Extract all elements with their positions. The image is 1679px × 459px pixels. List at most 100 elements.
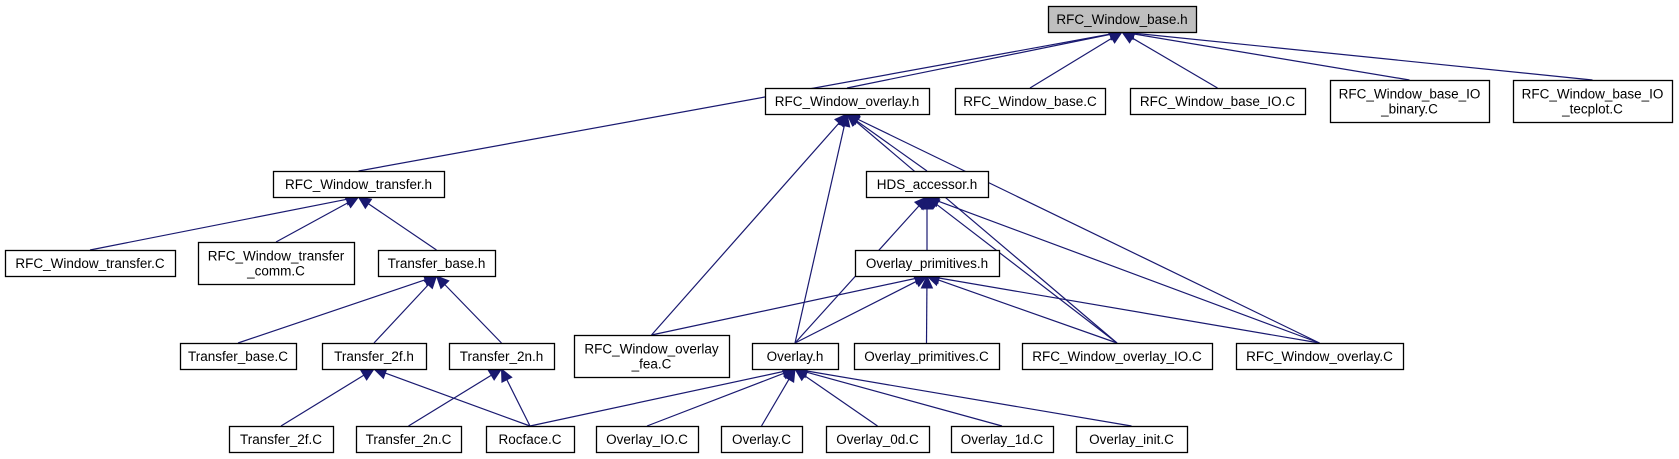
node-box[interactable] (1329, 79, 1491, 124)
node-label: Transfer_2n.h (460, 349, 544, 364)
node-rfc-window-base-io-tecplot-c[interactable]: RFC_Window_base_IO_tecplot.C (1512, 79, 1674, 124)
edge-line (651, 122, 840, 336)
node-rfc-window-base-io-c[interactable]: RFC_Window_base_IO.C (1129, 87, 1307, 116)
node-label: Transfer_base.h (388, 256, 486, 271)
node-rfc-window-transfer-comm-c[interactable]: RFC_Window_transfer_comm.C (197, 241, 356, 286)
node-overlay-0d-c[interactable]: Overlay_0d.C (825, 425, 931, 454)
node-label: _fea.C (631, 357, 672, 372)
node-label: Transfer_2n.C (366, 432, 452, 447)
node-label: RFC_Window_overlay (584, 342, 719, 357)
node-overlay-h[interactable]: Overlay.h (751, 342, 840, 371)
node-rfc-window-base-io-binary-c[interactable]: RFC_Window_base_IO_binary.C (1329, 79, 1491, 124)
arrowhead-icon (838, 112, 851, 128)
node-box[interactable] (1512, 79, 1674, 124)
node-transfer-base-c[interactable]: Transfer_base.C (179, 342, 298, 371)
edge-line (529, 370, 784, 427)
edge-line (794, 280, 917, 344)
edge-rfc-window-overlay-h-to-overlay-h (794, 112, 851, 344)
node-box[interactable] (272, 170, 446, 199)
node-box[interactable] (197, 241, 356, 286)
node-rfc-window-base-c[interactable]: RFC_Window_base.C (954, 87, 1107, 116)
node-label: Transfer_2f.C (240, 432, 322, 447)
node-rfc-window-base-h[interactable]: RFC_Window_base.h (1047, 5, 1198, 34)
node-overlay-io-c[interactable]: Overlay_IO.C (595, 425, 700, 454)
edge-overlay-primitives-h-to-rfc-window-overlay-fea-c (651, 272, 929, 336)
node-box[interactable] (228, 425, 335, 454)
node-box[interactable] (448, 342, 556, 371)
node-overlay-primitives-h[interactable]: Overlay_primitives.h (854, 249, 1001, 278)
node-label: HDS_accessor.h (877, 177, 978, 192)
node-rfc-window-overlay-c[interactable]: RFC_Window_overlay.C (1235, 342, 1405, 371)
node-box[interactable] (4, 249, 177, 278)
node-label: RFC_Window_overlay_IO.C (1032, 349, 1202, 364)
node-label: Overlay_1d.C (961, 432, 1044, 447)
node-rfc-window-overlay-io-c[interactable]: RFC_Window_overlay_IO.C (1021, 342, 1214, 371)
node-box[interactable] (853, 342, 1001, 371)
node-label: RFC_Window_base_IO (1522, 87, 1664, 102)
node-box[interactable] (751, 342, 840, 371)
edge-transfer-2n-h-to-transfer-2n-c (408, 368, 503, 427)
edge-line (938, 200, 1320, 344)
node-overlay-1d-c[interactable]: Overlay_1d.C (950, 425, 1055, 454)
edge-rfc-window-transfer-h-to-rfc-window-transfer-c (89, 193, 360, 251)
edge-hds-accessor-h-to-rfc-window-overlay-c (925, 195, 1320, 344)
node-box[interactable] (720, 425, 804, 454)
node-box[interactable] (950, 425, 1055, 454)
node-rfc-window-transfer-h[interactable]: RFC_Window_transfer.h (272, 170, 446, 199)
edge-overlay-h-to-overlay-1d-c (793, 366, 1003, 427)
node-label: _tecplot.C (1561, 102, 1623, 117)
node-box[interactable] (1075, 425, 1189, 454)
node-box[interactable] (355, 425, 463, 454)
edge-rfc-window-base-h-to-rfc-window-base-io-tecplot-c (1120, 27, 1593, 81)
node-overlay-c[interactable]: Overlay.C (720, 425, 804, 454)
node-box[interactable] (865, 170, 990, 199)
node-box[interactable] (854, 249, 1001, 278)
node-label: Transfer_2f.h (334, 349, 414, 364)
node-box[interactable] (1235, 342, 1405, 371)
node-label: RFC_Window_base_IO (1339, 87, 1481, 102)
node-transfer-base-h[interactable]: Transfer_base.h (377, 249, 497, 278)
node-label: RFC_Window_base.h (1056, 12, 1187, 27)
edge-overlay-primitives-h-to-rfc-window-overlay-io-c (925, 274, 1118, 344)
node-box[interactable] (1021, 342, 1214, 371)
node-box[interactable] (485, 425, 576, 454)
edge-line (368, 203, 437, 251)
edge-line (373, 284, 429, 344)
node-box[interactable] (954, 87, 1107, 116)
edge-line (358, 33, 1111, 172)
edge-rfc-window-overlay-h-to-rfc-window-overlay-io-c (846, 113, 1118, 344)
node-box[interactable] (1047, 5, 1198, 34)
node-label: Overlay_primitives.h (866, 256, 988, 271)
edge-line (408, 374, 492, 427)
node-box[interactable] (764, 87, 931, 116)
node-rfc-window-transfer-c[interactable]: RFC_Window_transfer.C (4, 249, 177, 278)
edge-line (1133, 32, 1593, 81)
node-transfer-2f-c[interactable]: Transfer_2f.C (228, 425, 335, 454)
node-box[interactable] (1129, 87, 1307, 116)
arrowhead-icon (920, 274, 934, 289)
node-box[interactable] (377, 249, 497, 278)
node-transfer-2f-h[interactable]: Transfer_2f.h (321, 342, 428, 371)
node-rfc-window-overlay-fea-c[interactable]: RFC_Window_overlay_fea.C (573, 334, 731, 379)
node-box[interactable] (573, 334, 731, 379)
edge-overlay-primitives-h-to-rfc-window-overlay-c (925, 271, 1320, 344)
edge-line (651, 277, 916, 336)
node-transfer-2n-h[interactable]: Transfer_2n.h (448, 342, 556, 371)
node-hds-accessor-h[interactable]: HDS_accessor.h (865, 170, 990, 199)
node-box[interactable] (179, 342, 298, 371)
node-box[interactable] (321, 342, 428, 371)
node-label: RFC_Window_transfer.h (285, 177, 432, 192)
edge-rfc-window-overlay-h-to-hds-accessor-h (846, 113, 928, 172)
node-overlay-init-c[interactable]: Overlay_init.C (1075, 425, 1189, 454)
node-overlay-primitives-c[interactable]: Overlay_primitives.C (853, 342, 1001, 371)
node-label: RFC_Window_overlay.C (1246, 349, 1393, 364)
node-box[interactable] (595, 425, 700, 454)
edge-line (385, 372, 531, 427)
edge-line (806, 371, 1003, 427)
edge-rfc-window-overlay-h-to-rfc-window-overlay-c (845, 113, 1320, 344)
node-rocface-c[interactable]: Rocface.C (485, 425, 576, 454)
edge-transfer-2f-h-to-transfer-2f-c (280, 368, 376, 427)
node-rfc-window-overlay-h[interactable]: RFC_Window_overlay.h (764, 87, 931, 116)
node-box[interactable] (825, 425, 931, 454)
node-transfer-2n-c[interactable]: Transfer_2n.C (355, 425, 463, 454)
